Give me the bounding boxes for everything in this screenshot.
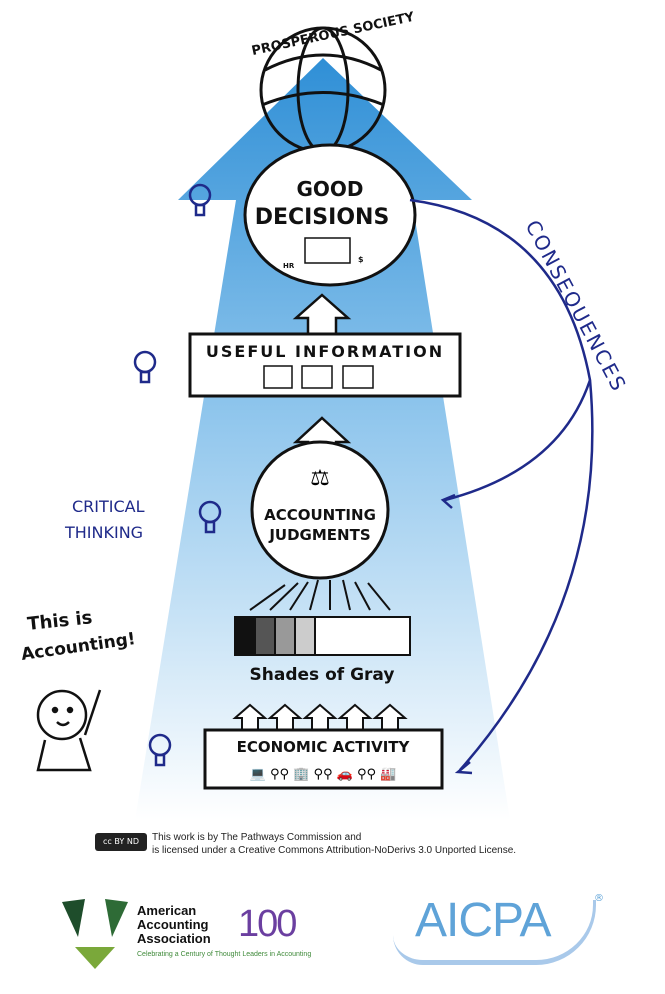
license-text: This work is by The Pathways Commission … xyxy=(152,831,516,857)
judgment-arrows xyxy=(249,579,391,611)
aaa-name: American Accounting Association xyxy=(137,904,211,946)
chart-icons xyxy=(263,365,374,389)
registered-mark: ® xyxy=(594,893,604,904)
economic-activity-box xyxy=(203,728,444,790)
aaa-name-line: Association xyxy=(137,931,211,946)
good-label: GOOD xyxy=(296,177,363,201)
useful-information-box xyxy=(188,332,462,398)
scales-icon: ⚖ xyxy=(310,466,330,491)
economy-icons: 💻 ⚲⚲ 🏢 ⚲⚲ 🚗 ⚲⚲ 🏭 xyxy=(250,767,397,782)
judgments-label: JUDGMENTS xyxy=(268,526,370,544)
aaa-tagline: Celebrating a Century of Thought Leaders… xyxy=(137,951,312,958)
useful-information-label: USEFUL INFORMATION xyxy=(206,342,444,361)
economic-activity-label: ECONOMIC ACTIVITY xyxy=(237,738,411,756)
license-line-1: This work is by The Pathways Commission … xyxy=(152,832,362,843)
this-is-label: This is xyxy=(26,607,93,635)
aaa-logo-icon xyxy=(62,899,128,969)
accounting-exclaim-label: Accounting! xyxy=(20,629,137,665)
economic-up-arrows xyxy=(232,703,408,731)
consequences-arrows xyxy=(409,198,594,775)
accounting-label: ACCOUNTING xyxy=(264,506,376,524)
aaa-name-line: American xyxy=(137,903,197,918)
critical-label: CRITICAL xyxy=(72,497,145,516)
aicpa-logo: AICPA xyxy=(415,894,551,947)
aaa-100-logo: 100 xyxy=(238,903,297,945)
decisions-label: DECISIONS xyxy=(255,205,390,230)
thinking-label: THINKING xyxy=(64,523,143,542)
shades-of-gray-label: Shades of Gray xyxy=(250,665,395,685)
cc-license-badge: cc BY ND xyxy=(95,833,147,851)
good-decisions-cloud: GOOD DECISIONS HR $ xyxy=(243,143,417,287)
accounting-judgments-circle xyxy=(250,440,390,580)
lightbulb-icon xyxy=(133,183,222,767)
shades-of-gray-bar xyxy=(234,616,411,656)
license-line-2: is licensed under a Creative Commons Att… xyxy=(152,845,517,856)
hr-sign: HR xyxy=(283,262,295,270)
stick-figure-icon xyxy=(36,689,102,772)
people-reading-icon xyxy=(304,237,351,264)
dollar-sign: $ xyxy=(358,255,364,264)
prosperous-society-label: PROSPEROUS SOCIETY xyxy=(250,10,416,59)
consequences-label: CONSEQUENCES xyxy=(521,216,632,396)
aaa-name-line: Accounting xyxy=(137,917,209,932)
